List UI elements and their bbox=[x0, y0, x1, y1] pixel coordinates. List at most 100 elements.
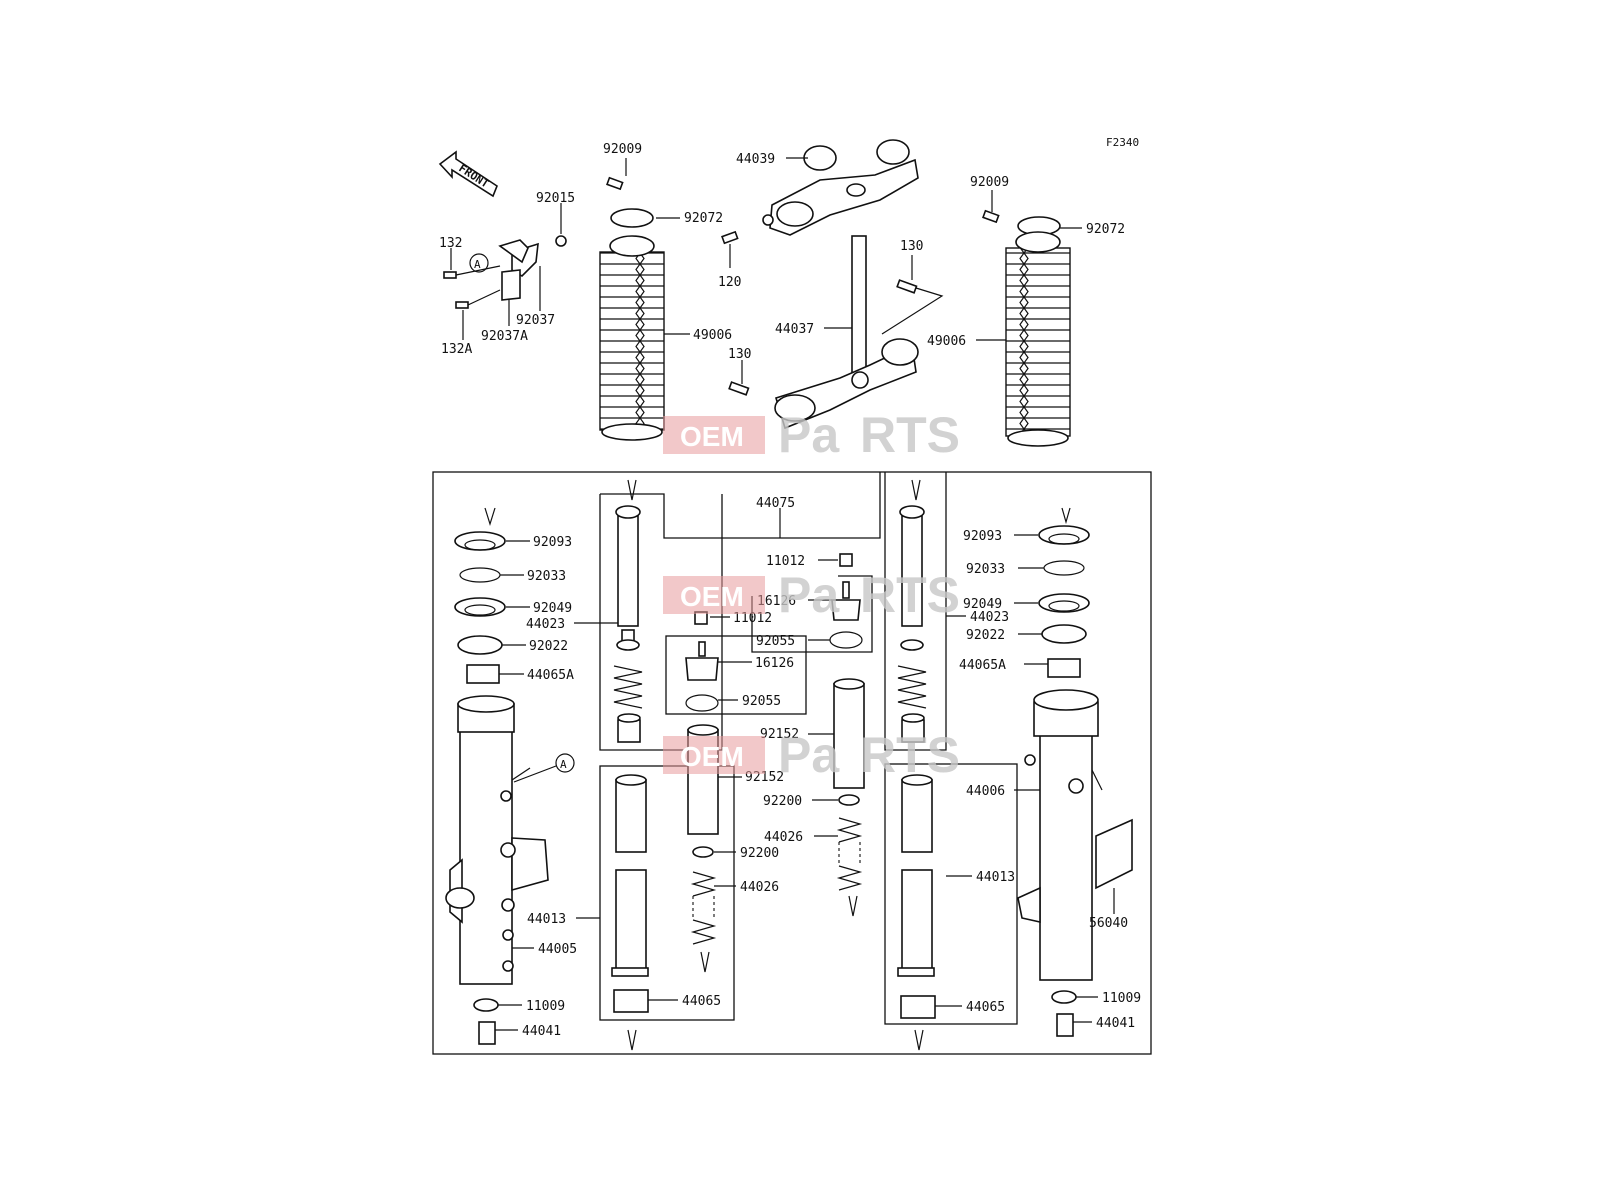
svg-text:OEM: OEM bbox=[680, 581, 744, 612]
svg-text:RTS: RTS bbox=[860, 567, 960, 623]
label-44037: 44037 bbox=[775, 322, 814, 337]
outer-tube-left bbox=[445, 695, 549, 985]
label-92072-left: 92072 bbox=[684, 211, 723, 226]
cap-16126-upper bbox=[831, 581, 861, 621]
oring-92055-lower bbox=[685, 694, 719, 712]
label-130-lower: 130 bbox=[728, 347, 751, 362]
label-92152-upper: 92152 bbox=[760, 727, 799, 742]
clip-92033-right bbox=[1043, 560, 1085, 576]
label-92055-lower: 92055 bbox=[742, 694, 781, 709]
fork-boot-right bbox=[1005, 231, 1071, 447]
washer-92022-left bbox=[457, 635, 503, 655]
bolt-130-lower bbox=[728, 381, 750, 396]
guard-56040 bbox=[1095, 818, 1133, 890]
label-44006: 44006 bbox=[966, 784, 1005, 799]
cable-bracket-icon bbox=[443, 235, 567, 309]
label-92033-right: 92033 bbox=[966, 562, 1005, 577]
inner-tube-right bbox=[899, 505, 925, 651]
bolt-120 bbox=[721, 230, 739, 245]
bolt-44041-left bbox=[478, 1021, 496, 1045]
washer-92022-right bbox=[1041, 624, 1087, 644]
seal-92093-left bbox=[454, 531, 506, 551]
label-92022-left: 92022 bbox=[529, 639, 568, 654]
bolt-130-upper bbox=[896, 279, 918, 294]
label-44023-right: 44023 bbox=[970, 610, 1009, 625]
svg-text:OEM: OEM bbox=[680, 741, 744, 772]
bushing-44065-left bbox=[613, 989, 649, 1013]
washer-92200-left bbox=[692, 846, 714, 858]
label-92200-left: 92200 bbox=[740, 846, 779, 861]
label-92037: 92037 bbox=[516, 313, 555, 328]
label-44023-left: 44023 bbox=[526, 617, 565, 632]
outer-tube-right bbox=[1017, 689, 1103, 981]
label-44065-left: 44065 bbox=[682, 994, 721, 1009]
label-92093-right: 92093 bbox=[963, 529, 1002, 544]
label-11012-upper: 11012 bbox=[766, 554, 805, 569]
bolt-44041-right bbox=[1056, 1013, 1074, 1037]
callout-a-left: A bbox=[555, 753, 575, 773]
washer-11009-left bbox=[473, 998, 499, 1012]
spring-right-inner bbox=[897, 665, 927, 743]
label-120: 120 bbox=[718, 275, 741, 290]
label-92200-right: 92200 bbox=[763, 794, 802, 809]
label-49006-right: 49006 bbox=[927, 334, 966, 349]
oring-92055-upper bbox=[829, 631, 863, 649]
spring-44026-right bbox=[836, 817, 863, 843]
svg-text:A: A bbox=[474, 258, 481, 271]
label-11009-right: 11009 bbox=[1102, 991, 1141, 1006]
svg-text:OEM: OEM bbox=[680, 421, 744, 452]
bushing-44065a-right bbox=[1047, 658, 1081, 678]
svg-text:Pa: Pa bbox=[778, 727, 840, 783]
svg-text:Pa: Pa bbox=[778, 567, 840, 623]
seal-92049-right bbox=[1038, 593, 1090, 613]
label-92049-right: 92049 bbox=[963, 597, 1002, 612]
label-56040: 56040 bbox=[1089, 916, 1128, 931]
clip-92033-left bbox=[459, 567, 501, 583]
label-49006-left: 49006 bbox=[693, 328, 732, 343]
washer-92200-right bbox=[838, 794, 860, 806]
label-92033-left: 92033 bbox=[527, 569, 566, 584]
label-92009-left: 92009 bbox=[603, 142, 642, 157]
label-92037a: 92037A bbox=[481, 329, 528, 344]
spring-left-inner bbox=[613, 665, 643, 743]
label-92055-upper: 92055 bbox=[756, 634, 795, 649]
label-92049-left: 92049 bbox=[533, 601, 572, 616]
fork-boot-left bbox=[599, 235, 665, 441]
svg-text:Pa: Pa bbox=[778, 407, 840, 463]
nut-11012-upper bbox=[839, 553, 853, 567]
label-11009-left: 11009 bbox=[526, 999, 565, 1014]
label-44065a-left: 44065A bbox=[527, 668, 574, 683]
seal-92049-left bbox=[454, 597, 506, 617]
label-16126-lower: 16126 bbox=[755, 656, 794, 671]
watermark-bottom: OEM Pa RTS bbox=[663, 727, 960, 783]
figure-code: F2340 bbox=[1106, 136, 1139, 149]
bolt-92009-left bbox=[606, 176, 624, 191]
washer-11009-right bbox=[1051, 990, 1077, 1004]
bushing-44065a-left bbox=[466, 664, 500, 684]
fork-assembly-frame bbox=[432, 471, 1152, 1055]
damper-cylinder-left bbox=[611, 774, 649, 977]
spring-44026-left bbox=[690, 871, 717, 897]
label-132a: 132A bbox=[441, 342, 472, 357]
label-92072-right: 92072 bbox=[1086, 222, 1125, 237]
label-44041-right: 44041 bbox=[1096, 1016, 1135, 1031]
upper-triple-clamp bbox=[762, 139, 919, 236]
svg-text:RTS: RTS bbox=[860, 407, 960, 463]
label-44013-left: 44013 bbox=[527, 912, 566, 927]
watermark-middle: OEM Pa RTS bbox=[663, 567, 960, 623]
label-44039: 44039 bbox=[736, 152, 775, 167]
label-44065a-right: 44065A bbox=[959, 658, 1006, 673]
svg-text:RTS: RTS bbox=[860, 727, 960, 783]
label-92015: 92015 bbox=[536, 191, 575, 206]
inner-tube-left bbox=[615, 505, 641, 651]
steering-stem bbox=[774, 235, 919, 430]
cap-16126-lower bbox=[685, 641, 719, 681]
label-92009-right: 92009 bbox=[970, 175, 1009, 190]
bolt-92009-right bbox=[982, 209, 1000, 224]
front-arrow-icon: FRONT bbox=[438, 150, 498, 198]
label-44005: 44005 bbox=[538, 942, 577, 957]
label-44026-left: 44026 bbox=[740, 880, 779, 895]
label-44065-right: 44065 bbox=[966, 1000, 1005, 1015]
label-11012-lower: 11012 bbox=[733, 611, 772, 626]
label-130-upper: 130 bbox=[900, 239, 923, 254]
